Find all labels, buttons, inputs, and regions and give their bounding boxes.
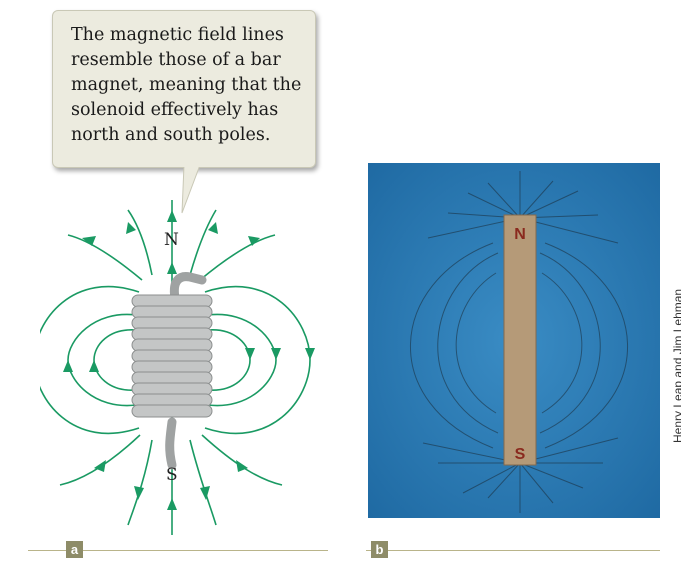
field-arrow: [167, 210, 177, 222]
field-arrow: [236, 460, 248, 472]
field-line: [190, 210, 216, 275]
magnet-n-marking: N: [514, 226, 526, 243]
coil-lead-bottom: [170, 422, 172, 465]
field-arrow: [245, 348, 255, 360]
part-b-rule: [366, 550, 660, 551]
solenoid-diagram: N S: [40, 180, 330, 545]
north-pole-label: N: [164, 230, 179, 250]
field-line: [202, 435, 282, 485]
field-arrow: [271, 348, 281, 360]
magnet-s-marking: S: [515, 446, 526, 463]
part-b-badge: b: [371, 541, 388, 558]
field-line: [128, 210, 152, 275]
field-line: [208, 330, 250, 390]
bar-magnet-photo: N S: [368, 163, 660, 518]
field-line: [208, 314, 276, 405]
field-arrow: [167, 262, 177, 274]
callout-text: The magnetic field lines resemble those …: [71, 23, 305, 148]
field-line: [200, 235, 275, 280]
field-line: [94, 330, 136, 390]
field-arrow: [126, 222, 136, 234]
solenoid-coil: [132, 277, 212, 465]
field-line: [205, 287, 310, 434]
field-lines-svg: [40, 180, 330, 545]
iron-filings-photo: N S: [368, 163, 660, 518]
field-arrow: [134, 486, 144, 500]
field-line: [68, 235, 142, 280]
field-arrow: [89, 360, 99, 372]
field-line: [40, 287, 139, 434]
field-line: [60, 435, 140, 485]
field-arrow: [200, 486, 210, 500]
field-arrow: [167, 498, 177, 510]
callout-box: The magnetic field lines resemble those …: [52, 10, 316, 168]
field-arrow: [63, 360, 73, 372]
field-line: [190, 440, 216, 525]
photo-credit: Henry Leap and Jim Lehman: [671, 289, 681, 443]
part-a-badge: a: [66, 541, 83, 558]
field-arrow: [305, 348, 315, 360]
south-pole-label: S: [166, 465, 178, 485]
field-line: [128, 440, 152, 525]
field-line: [68, 314, 136, 405]
